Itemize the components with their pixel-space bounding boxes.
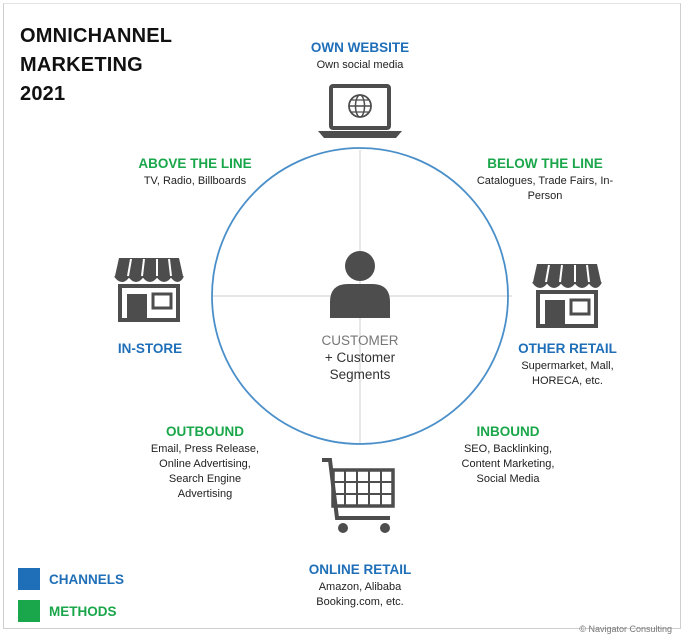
node-outbound-sub: Email, Press Release, Online Advertising… (130, 442, 280, 502)
node-below-the-line-sub-2: Person (527, 190, 563, 202)
node-below-the-line-sub-1: Catalogues, Trade Fairs, In- (476, 175, 614, 187)
node-outbound-sub-2: Online Advertising, (159, 458, 251, 470)
node-online-retail-sub: Amazon, Alibaba Booking.com, etc. (285, 580, 435, 610)
node-below-the-line-head: BELOW THE LINE (487, 156, 603, 171)
laptop-globe-icon (318, 84, 402, 138)
node-inbound-sub: SEO, Backlinking, Content Marketing, Soc… (433, 442, 583, 487)
person-icon (330, 251, 390, 318)
title-line-2: MARKETING (20, 54, 143, 76)
node-outbound-sub-1: Email, Press Release, (150, 443, 260, 455)
node-other-retail-sub-1: Supermarket, Mall, (521, 360, 614, 372)
node-above-the-line-head: ABOVE THE LINE (138, 156, 252, 171)
node-inbound-sub-3: Social Media (476, 473, 540, 485)
node-in-store: IN-STORE (100, 341, 200, 357)
node-below-the-line-sub: Catalogues, Trade Fairs, In- Person (460, 174, 630, 204)
node-own-website-sub: Own social media (316, 59, 404, 71)
node-inbound: INBOUND SEO, Backlinking, Content Market… (433, 424, 583, 487)
title-line-3: 2021 (20, 83, 66, 105)
copyright-notice: © Navigator Consulting (579, 624, 672, 634)
node-above-the-line-sub: TV, Radio, Billboards (143, 175, 247, 187)
customer-label-sub-1: + Customer (324, 350, 396, 365)
customer-circle (211, 147, 509, 445)
customer-label-title: CUSTOMER (321, 333, 399, 348)
storefront-icon (114, 258, 184, 322)
storefront-icon (532, 264, 602, 328)
node-online-retail-sub-1: Amazon, Alibaba (318, 581, 402, 593)
node-inbound-sub-2: Content Marketing, (461, 458, 555, 470)
node-inbound-sub-1: SEO, Backlinking, (463, 443, 553, 455)
node-outbound: OUTBOUND Email, Press Release, Online Ad… (130, 424, 280, 502)
legend-methods-label: METHODS (49, 603, 117, 619)
node-in-store-head: IN-STORE (117, 341, 183, 356)
legend-channels: CHANNELS (18, 568, 124, 590)
node-other-retail-sub-2: HORECA, etc. (532, 375, 603, 387)
legend-methods-swatch (18, 600, 40, 622)
node-outbound-head: OUTBOUND (166, 424, 244, 439)
node-own-website-head: OWN WEBSITE (310, 40, 410, 55)
customer-label: CUSTOMER + Customer Segments (290, 332, 430, 383)
legend-channels-swatch (18, 568, 40, 590)
node-online-retail-head: ONLINE RETAIL (308, 562, 412, 577)
node-outbound-sub-4: Advertising (177, 488, 233, 500)
node-own-website: OWN WEBSITE Own social media (280, 40, 440, 73)
node-other-retail-head: OTHER RETAIL (518, 341, 617, 356)
node-below-the-line: BELOW THE LINE Catalogues, Trade Fairs, … (460, 156, 630, 204)
node-outbound-sub-3: Search Engine (168, 473, 242, 485)
title-line-1: OMNICHANNEL (20, 25, 173, 47)
diagram-frame (3, 3, 681, 629)
shopping-cart-icon (322, 458, 395, 533)
node-online-retail: ONLINE RETAIL Amazon, Alibaba Booking.co… (285, 562, 435, 610)
page-title: OMNICHANNEL MARKETING 2021 (20, 22, 172, 109)
node-above-the-line: ABOVE THE LINE TV, Radio, Billboards (120, 156, 270, 189)
customer-label-sub-2: Segments (329, 367, 391, 382)
node-online-retail-sub-2: Booking.com, etc. (316, 596, 404, 608)
legend-channels-label: CHANNELS (49, 571, 125, 587)
node-other-retail: OTHER RETAIL Supermarket, Mall, HORECA, … (505, 341, 630, 389)
legend-methods: METHODS (18, 600, 117, 622)
node-other-retail-sub: Supermarket, Mall, HORECA, etc. (505, 359, 630, 389)
node-inbound-head: INBOUND (476, 424, 540, 439)
